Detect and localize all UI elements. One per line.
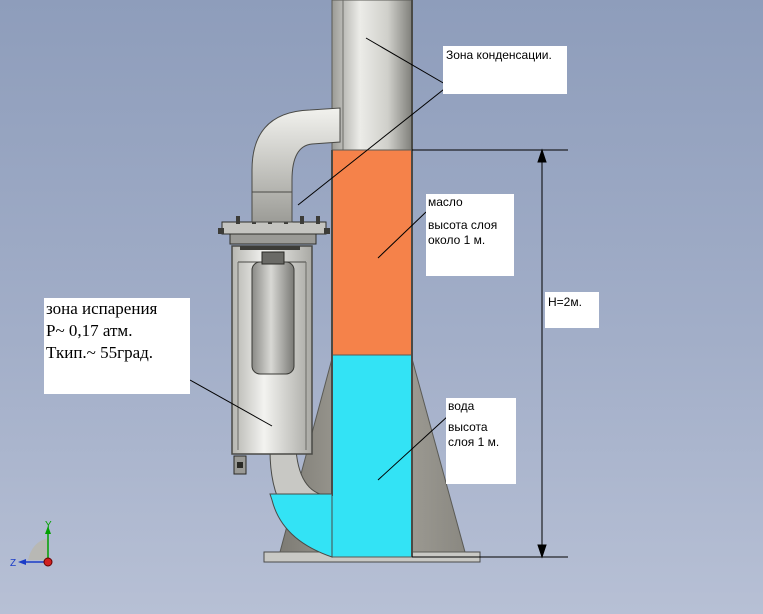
triad-y-label: Y [45,520,52,531]
condensation-elbow [251,107,341,223]
evaporation-boiling: Ткип.~ 55град. [46,343,154,362]
evaporation-zone-label: зона испарения P~ 0,17 атм. Ткип.~ 55гра… [44,298,190,394]
oil-layer [331,149,413,356]
condensation-zone-label: Зона конденсации. [443,46,567,94]
evaporation-pressure: P~ 0,17 атм. [46,321,133,340]
water-label: вода высота слоя 1 м. [446,398,516,484]
oil-title: масло [428,195,463,209]
oil-height-line1: высота слоя [428,218,498,232]
water-layer [331,354,413,558]
triad-z-label: Z [10,558,16,569]
water-height-line2: слоя 1 м. [448,435,500,449]
water-height-line1: высота [448,420,488,434]
oil-label: масло высота слоя около 1 м. [426,194,514,276]
inner-canister [251,261,295,375]
height-dim-label: H=2м. [545,292,599,328]
oil-height-line2: около 1 м. [428,233,486,247]
water-title: вода [448,399,475,413]
condensation-zone-text: Зона конденсации. [446,48,552,62]
height-dim-text: H=2м. [548,295,582,309]
coordinate-triad: Y Z [10,520,53,569]
main-pipe-upper [331,0,413,151]
evaporation-title: зона испарения [46,299,158,318]
height-dimension [412,148,568,559]
